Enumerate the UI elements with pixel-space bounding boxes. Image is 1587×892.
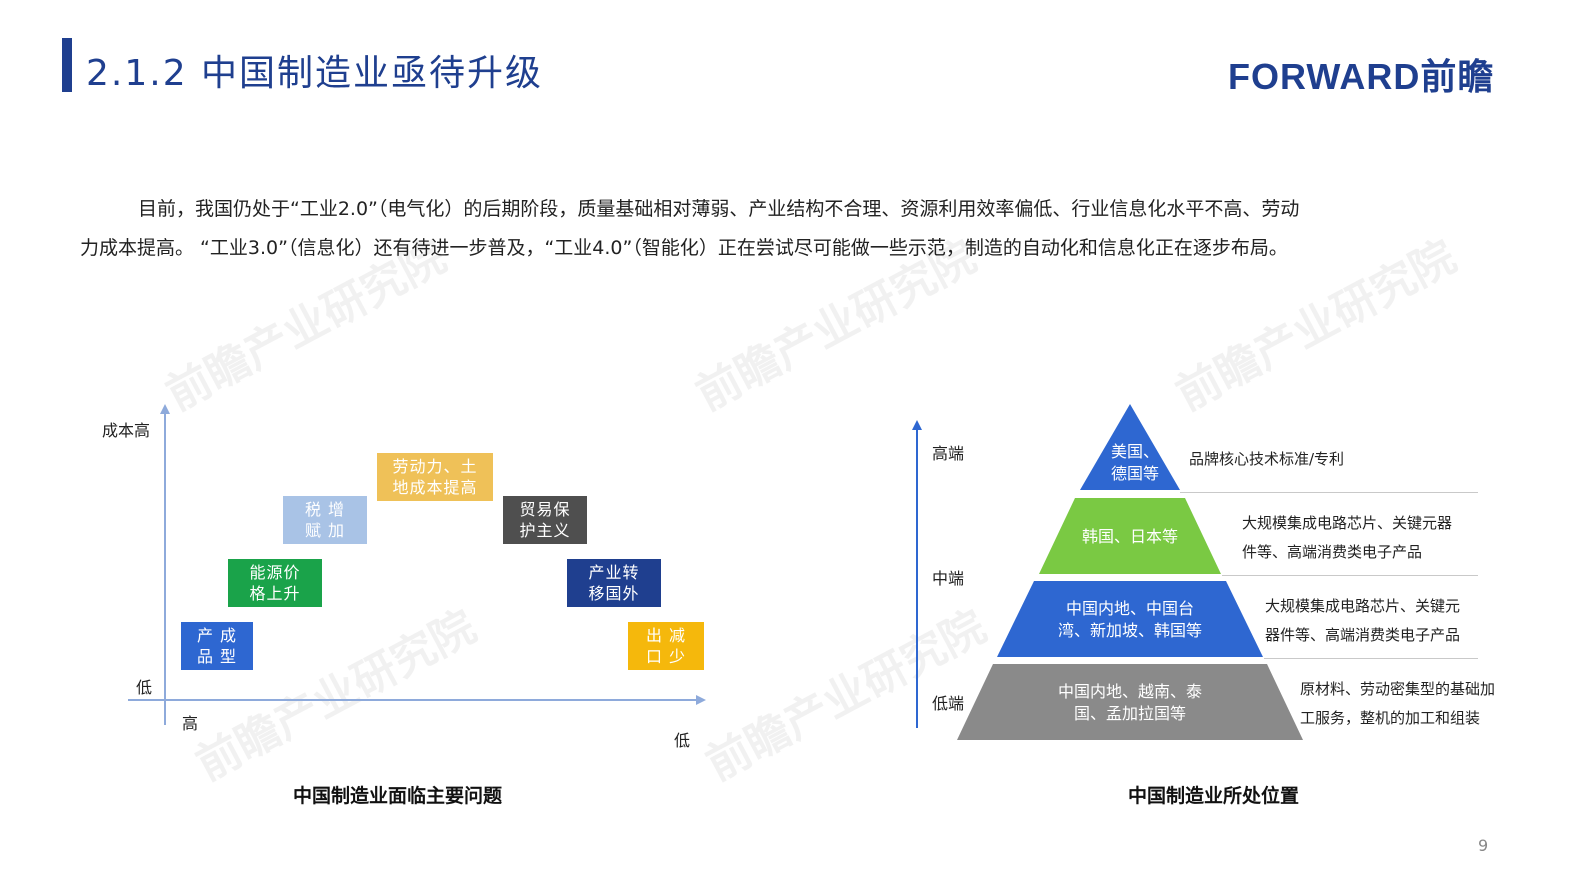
- tier-label-us-germany: 美国、 德国等: [1110, 442, 1159, 483]
- pyramid-tier-middle: [997, 581, 1263, 657]
- tier-divider: [1222, 575, 1478, 576]
- issue-box-industry-relocation: 产业转 移国外: [567, 559, 661, 607]
- level-mid-label: 中端: [932, 569, 965, 588]
- paragraph-line-1: 目前，我国仍处于“工业2.0”（电气化）的后期阶段，质量基础相对薄弱、产业结构不…: [138, 198, 1300, 220]
- x-axis-arrow: [696, 695, 706, 705]
- brand-logo: FORWARD前瞻: [1228, 56, 1495, 97]
- tier-divider: [1264, 658, 1478, 659]
- tier-divider: [1180, 492, 1478, 493]
- pyramid-tier-upper: [1039, 498, 1221, 574]
- right-chart-caption: 中国制造业所处位置: [1128, 785, 1300, 807]
- issue-box-labor-land-cost: 劳动力、土 地成本提高: [377, 453, 493, 501]
- level-high-label: 高端: [932, 444, 965, 463]
- pyramid-tier-top: [1080, 404, 1180, 490]
- intro-paragraph: 目前，我国仍处于“工业2.0”（电气化）的后期阶段，质量基础相对薄弱、产业结构不…: [80, 190, 1500, 268]
- page-number: 9: [1478, 836, 1489, 855]
- issue-box-trade-protectionism: 贸易保 护主义: [503, 496, 587, 544]
- tier-desc-bottom: 原材料、劳动密集型的基础加 工服务，整机的加工和组装: [1300, 680, 1496, 727]
- left-chart-axes: [128, 404, 706, 725]
- tier-label-korea-japan: 韩国、日本等: [1081, 527, 1178, 546]
- y-axis-bottom-label: 低: [136, 678, 153, 697]
- x-axis-right-label: 低: [674, 731, 691, 750]
- issue-box-tax-increase: 税 增 赋 加: [283, 496, 367, 544]
- x-axis-left-label: 高: [182, 714, 199, 733]
- issue-box-product-structure: 产 成 品 型: [181, 622, 253, 670]
- tier-desc-upper: 大规模集成电路芯片、关键元器 件等、高端消费类电子产品: [1242, 514, 1453, 561]
- y-axis-arrow: [160, 404, 170, 414]
- right-chart-axis: [912, 420, 922, 728]
- tier-label-china-vietnam: 中国内地、越南、泰 国、孟加拉国等: [1057, 682, 1202, 723]
- left-chart-caption: 中国制造业面临主要问题: [293, 785, 503, 807]
- paragraph-line-2: 力成本提高。 “工业3.0”（信息化）还有待进一步普及，“工业4.0”（智能化）…: [80, 237, 1288, 259]
- issue-box-export-decline: 出 减 口 少: [628, 622, 704, 670]
- position-pyramid: [957, 404, 1303, 740]
- pyramid-tier-bottom: [957, 664, 1303, 740]
- page-title: 2.1.2 中国制造业亟待升级: [86, 53, 544, 94]
- level-low-label: 低端: [932, 694, 965, 713]
- tier-desc-middle: 大规模集成电路芯片、关键元 器件等、高端消费类电子产品: [1265, 597, 1461, 644]
- tier-label-china-taiwan: 中国内地、中国台 湾、新加坡、韩国等: [1057, 599, 1202, 640]
- y-axis-top-label: 成本高: [102, 421, 151, 440]
- title-accent-bar: [62, 38, 72, 92]
- level-axis-arrow: [912, 420, 922, 430]
- tier-desc-top: 品牌核心技术标准/专利: [1189, 450, 1345, 468]
- issue-box-energy-price: 能源价 格上升: [228, 559, 322, 607]
